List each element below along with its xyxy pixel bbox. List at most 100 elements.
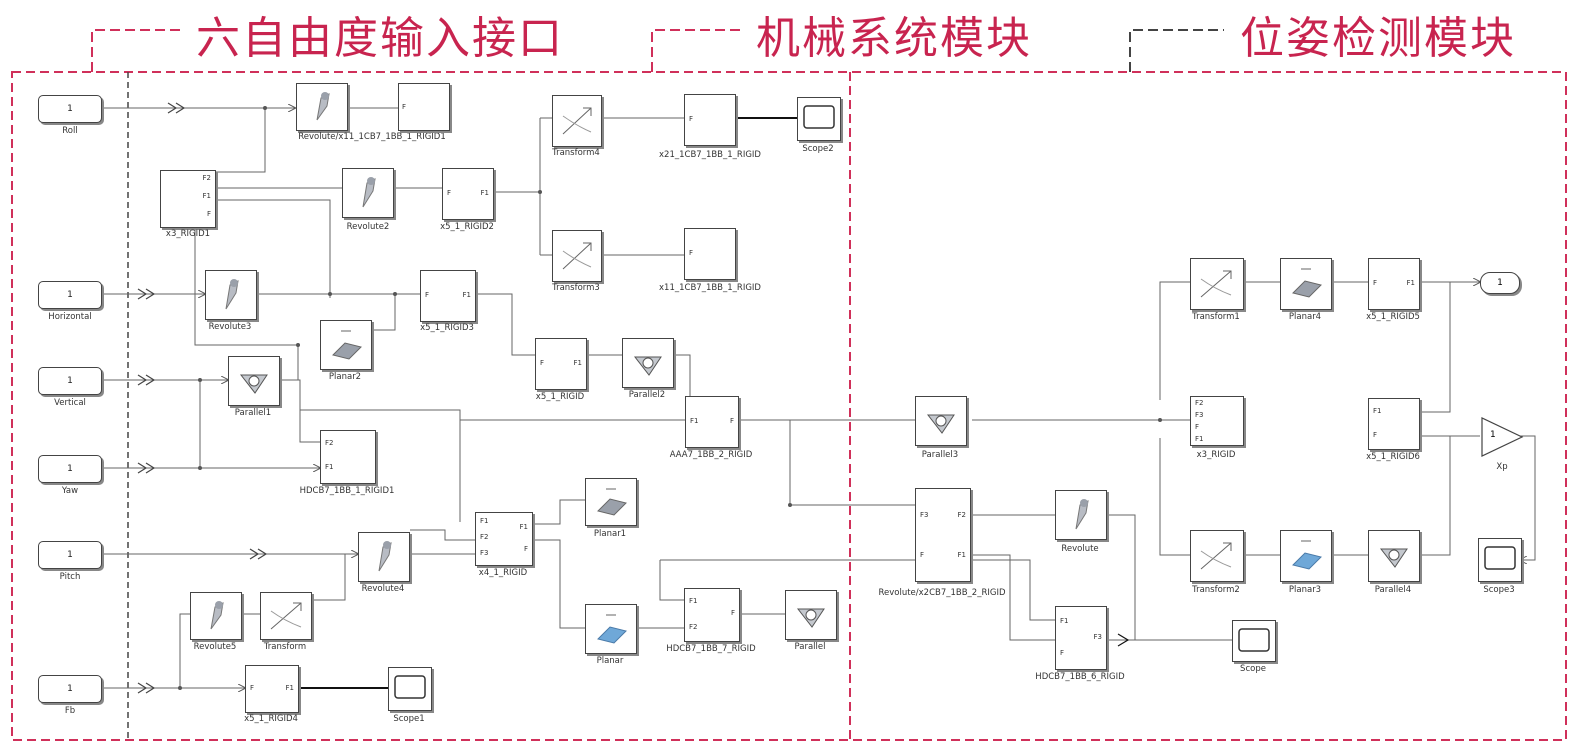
- port-label: F: [1060, 649, 1065, 657]
- hdcb7-rigid6-block[interactable]: F1 F3 F: [1055, 606, 1107, 670]
- x5-1-rigid6-block[interactable]: F1 F: [1368, 398, 1420, 450]
- inport-horizontal[interactable]: 1: [38, 281, 102, 309]
- revolute-x11-block[interactable]: [296, 83, 348, 131]
- planar3-block[interactable]: [1280, 530, 1332, 582]
- x5-1-rigid4-block[interactable]: F F1: [245, 665, 299, 713]
- x11-rigid-block[interactable]: F: [684, 228, 736, 280]
- x4-1-rigid-block[interactable]: F1 F2 F3 F1 F: [475, 512, 533, 566]
- transform-icon: [562, 242, 592, 270]
- parallel-label: Parallel: [794, 642, 826, 652]
- port-label: F1: [1373, 407, 1382, 415]
- port-label: F: [206, 210, 211, 218]
- transform-icon: [1200, 542, 1232, 570]
- port-label: F: [425, 291, 430, 299]
- port-label: F: [920, 551, 925, 559]
- planar-joint-icon: [597, 488, 627, 516]
- scope3-block[interactable]: [1478, 538, 1522, 582]
- x21-rigid-block[interactable]: F: [684, 94, 736, 146]
- inport-horizontal-label: Horizontal: [48, 312, 92, 322]
- port-label: F: [1373, 431, 1378, 439]
- revolute2-block[interactable]: [342, 168, 394, 218]
- x11-rigid-body-block[interactable]: F: [398, 83, 450, 131]
- parallel-joint-icon: [633, 356, 662, 376]
- gain-xp-block[interactable]: [1481, 417, 1524, 457]
- region-frames: [11, 29, 1567, 741]
- port-label: F1: [1406, 279, 1415, 287]
- parallel3-block[interactable]: [915, 396, 967, 446]
- aaa7-rigid-label: AAA7_1BB_2_RIGID: [669, 450, 753, 460]
- planar4-block[interactable]: [1280, 258, 1332, 310]
- port-label: F2: [957, 511, 966, 519]
- port-label: F: [523, 545, 528, 553]
- hdcb7-rigid-block[interactable]: F1 F2 F: [684, 588, 740, 642]
- inport-yaw-label: Yaw: [61, 486, 79, 496]
- bracket-input: [91, 29, 182, 72]
- revolute2-label: Revolute2: [346, 222, 390, 232]
- hdcb7-rigid6-label: HDCB7_1BB_6_RIGID: [1035, 672, 1125, 682]
- scope1-block[interactable]: [388, 667, 432, 711]
- inport-pitch-label: Pitch: [59, 572, 81, 582]
- inport-pitch[interactable]: 1: [38, 541, 102, 569]
- scope1-label: Scope1: [393, 714, 425, 724]
- parallel-joint-icon: [1379, 548, 1408, 568]
- transform2-block[interactable]: [1190, 530, 1244, 582]
- revolute4-block[interactable]: [358, 532, 410, 582]
- transform4-block[interactable]: [552, 95, 602, 147]
- x3-rigid1-block[interactable]: F2 F1 F: [160, 170, 216, 228]
- scope-screen-icon: [1238, 628, 1270, 652]
- x5-1-rigid-block[interactable]: F F1: [535, 338, 587, 390]
- revolute5-block[interactable]: [190, 592, 242, 640]
- planar1-block[interactable]: [585, 478, 637, 526]
- port-label: F1: [325, 463, 334, 471]
- scope-screen-icon: [803, 105, 835, 129]
- scope2-block[interactable]: [797, 97, 841, 141]
- parallel2-block[interactable]: [622, 338, 674, 388]
- x5-1-rigid5-block[interactable]: F F1: [1368, 258, 1420, 310]
- outport-1[interactable]: 1: [1480, 272, 1520, 294]
- inport-yaw[interactable]: 1: [38, 455, 102, 483]
- planar2-block[interactable]: [320, 320, 372, 370]
- inport-fb[interactable]: 1: [38, 675, 102, 703]
- hdcb7-rigid1-block[interactable]: F2 F1: [320, 430, 376, 484]
- scope-block[interactable]: [1232, 620, 1276, 662]
- port-label: F2: [689, 623, 698, 631]
- inport-roll[interactable]: 1: [38, 95, 102, 123]
- gain-xp-value: 1: [1490, 430, 1496, 440]
- x5-1-rigid-label: x5_1_RIGID: [535, 392, 585, 402]
- aaa7-rigid-block[interactable]: F1 F: [685, 396, 739, 448]
- transform2-label: Transform2: [1192, 585, 1240, 595]
- goto-arrows: [137, 102, 1130, 694]
- x5-1-rigid2-block[interactable]: F F1: [442, 168, 494, 220]
- scope-screen-icon: [394, 675, 426, 699]
- inport-vertical[interactable]: 1: [38, 367, 102, 395]
- transform-block[interactable]: [260, 592, 312, 640]
- revolute-joint-icon: [378, 541, 392, 572]
- parallel-block[interactable]: [785, 590, 837, 640]
- revolute-cb7-block[interactable]: F3 F2 F F1: [915, 488, 971, 582]
- port-label: F: [689, 249, 694, 257]
- signal-wires: [100, 108, 1536, 688]
- revolute3-block[interactable]: [205, 270, 257, 320]
- revolute-block[interactable]: [1055, 490, 1107, 540]
- revolute5-label: Revolute5: [193, 642, 237, 652]
- x5-1-rigid3-block[interactable]: F F1: [420, 270, 476, 322]
- port-label: F: [250, 684, 255, 692]
- port-label: F1: [519, 523, 528, 531]
- scope2-label: Scope2: [802, 144, 834, 154]
- transform1-label: Transform1: [1192, 312, 1240, 322]
- title-pose-detection: 位姿检测模块: [1240, 13, 1516, 64]
- x3-rigid-block[interactable]: F2 F3 F F1: [1190, 396, 1244, 446]
- x5-1-rigid6-label: x5_1_RIGID6: [1366, 452, 1420, 462]
- port-label: F: [447, 189, 452, 197]
- planar-joint-icon: [1292, 540, 1322, 570]
- hdcb7-rigid-label: HDCB7_1BB_7_RIGID: [666, 644, 756, 654]
- parallel-joint-icon: [926, 414, 955, 434]
- transform4-label: Transform4: [552, 148, 600, 158]
- parallel4-block[interactable]: [1368, 530, 1420, 582]
- transform3-block[interactable]: [552, 230, 602, 282]
- parallel1-block[interactable]: [228, 356, 280, 406]
- transform1-block[interactable]: [1190, 258, 1244, 310]
- planar-block[interactable]: [585, 604, 637, 654]
- bracket-mech: [651, 29, 742, 72]
